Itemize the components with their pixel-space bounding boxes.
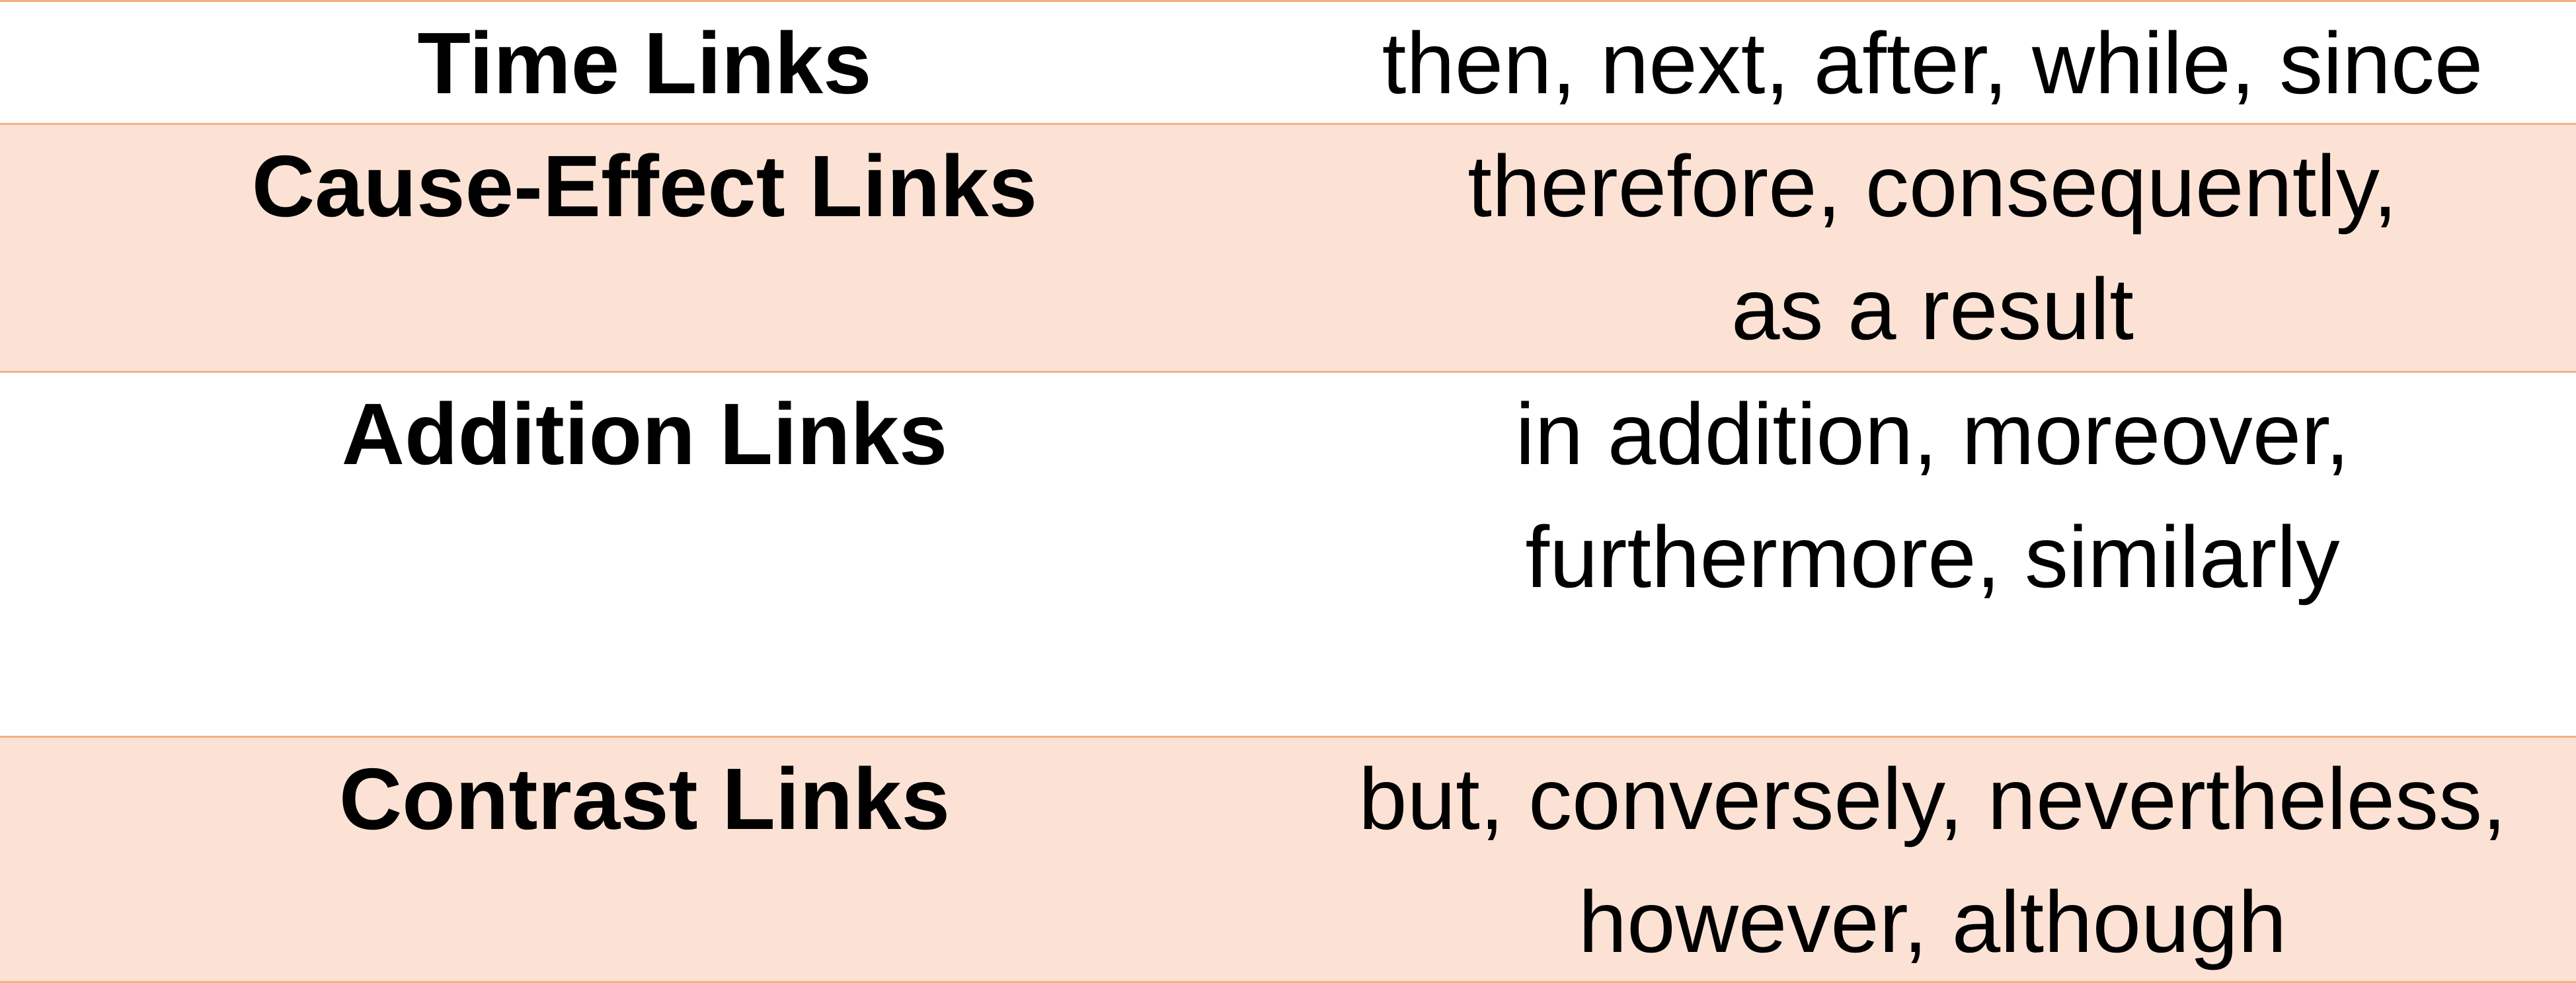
table-row-cause-effect-links: Cause-Effect Links therefore, consequent… [0, 123, 2576, 371]
examples-line: therefore, consequently, [1467, 138, 2398, 235]
table-row-time-links: Time Links then, next, after, while, sin… [0, 0, 2576, 123]
examples-cell: in addition, moreover, furthermore, simi… [1289, 373, 2576, 619]
examples-line: however, although [1578, 873, 2287, 970]
category-cell: Addition Links [341, 385, 948, 483]
examples-line: as a result [1731, 260, 2134, 358]
examples-cell: but, conversely, nevertheless, however, … [1289, 738, 2576, 983]
examples-line: furthermore, similarly [1525, 508, 2340, 606]
examples-line: then, next, after, while, since [1382, 15, 2483, 112]
examples-cell: then, next, after, while, since [1289, 2, 2576, 125]
category-cell: Time Links [417, 15, 872, 112]
category-cell: Cause-Effect Links [251, 138, 1038, 235]
table-row-addition-links: Addition Links in addition, moreover, fu… [0, 371, 2576, 736]
examples-line: but, conversely, nevertheless, [1358, 750, 2507, 847]
examples-cell: therefore, consequently, as a result [1289, 125, 2576, 371]
examples-line: in addition, moreover, [1515, 385, 2350, 483]
table-row-contrast-links: Contrast Links but, conversely, neverthe… [0, 736, 2576, 983]
category-cell: Contrast Links [338, 750, 951, 847]
